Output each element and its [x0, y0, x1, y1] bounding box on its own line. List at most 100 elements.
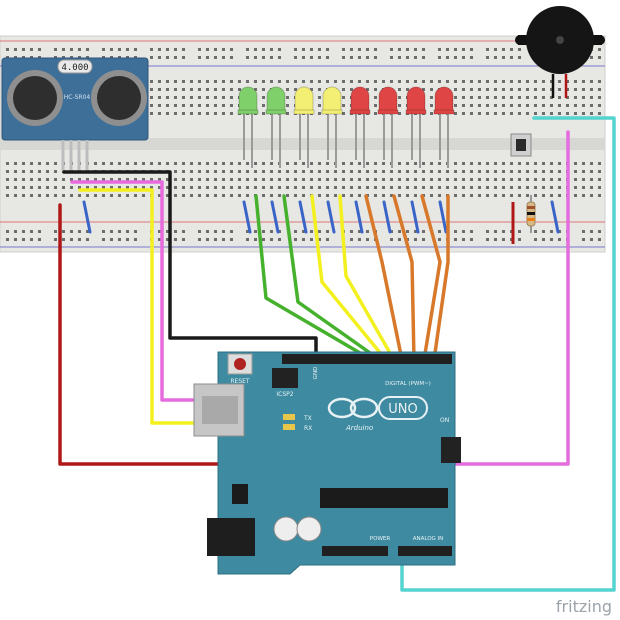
breadboard-hole: [310, 88, 313, 91]
breadboard-hole: [486, 186, 489, 189]
breadboard-hole: [534, 170, 537, 173]
breadboard-hole: [294, 178, 297, 181]
digital-label: DIGITAL (PWM~): [385, 381, 431, 387]
breadboard-hole: [150, 56, 153, 59]
breadboard-hole: [342, 162, 345, 165]
breadboard-hole: [262, 162, 265, 165]
breadboard-hole: [574, 194, 577, 197]
led-rim: [349, 109, 371, 115]
breadboard-hole: [326, 162, 329, 165]
breadboard-hole: [398, 96, 401, 99]
breadboard-hole: [190, 170, 193, 173]
breadboard-hole: [550, 230, 553, 233]
breadboard-hole: [166, 96, 169, 99]
arduino-board: RESET ICSP2 DIGITAL (PWM~) GND TX RX UNO…: [193, 351, 461, 575]
breadboard-hole: [214, 48, 217, 51]
atmega-chip: [320, 488, 448, 508]
breadboard-hole: [70, 230, 73, 233]
arduino-pcb: [217, 351, 456, 575]
breadboard-hole: [262, 56, 265, 59]
breadboard-hole: [414, 48, 417, 51]
breadboard-hole: [158, 80, 161, 83]
breadboard-hole: [470, 80, 473, 83]
led-red: [349, 86, 371, 168]
breadboard-hole: [510, 104, 513, 107]
fritzing-watermark: fritzing: [556, 597, 612, 616]
breadboard-hole: [542, 88, 545, 91]
breadboard-hole: [222, 230, 225, 233]
breadboard-hole: [422, 230, 425, 233]
breadboard-hole: [446, 186, 449, 189]
wire-led-yellow: [310, 194, 388, 362]
breadboard-hole: [326, 194, 329, 197]
breadboard-hole: [190, 178, 193, 181]
breadboard-hole: [502, 162, 505, 165]
breadboard-hole: [438, 80, 441, 83]
breadboard-hole: [310, 80, 313, 83]
breadboard-hole: [382, 162, 385, 165]
led-red: [405, 86, 427, 168]
breadboard-hole: [166, 104, 169, 107]
breadboard-hole: [78, 48, 81, 51]
breadboard-hole: [198, 238, 201, 241]
breadboard-hole: [214, 238, 217, 241]
breadboard-hole: [30, 230, 33, 233]
breadboard-hole: [470, 48, 473, 51]
breadboard-hole: [238, 178, 241, 181]
breadboard-hole: [30, 162, 33, 165]
jumper-wire: [382, 200, 392, 234]
breadboard-hole: [534, 96, 537, 99]
breadboard-hole: [534, 238, 537, 241]
breadboard-hole: [510, 178, 513, 181]
breadboard-hole: [206, 230, 209, 233]
breadboard-hole: [542, 238, 545, 241]
breadboard-hole: [294, 80, 297, 83]
breadboard-hole: [398, 48, 401, 51]
breadboard-hole: [526, 104, 529, 107]
breadboard-hole: [174, 238, 177, 241]
breadboard-hole: [270, 186, 273, 189]
breadboard-hole: [350, 170, 353, 173]
breadboard-hole: [350, 88, 353, 91]
breadboard-hole: [286, 162, 289, 165]
breadboard-hole: [102, 194, 105, 197]
breadboard-hole: [270, 56, 273, 59]
breadboard-hole: [462, 48, 465, 51]
breadboard-hole: [534, 178, 537, 181]
breadboard-hole: [230, 104, 233, 107]
breadboard-hole: [294, 170, 297, 173]
breadboard-hole: [238, 194, 241, 197]
breadboard-hole: [174, 104, 177, 107]
breadboard-hole: [30, 194, 33, 197]
breadboard-hole: [278, 48, 281, 51]
breadboard-hole: [542, 112, 545, 115]
breadboard-hole: [62, 194, 65, 197]
breadboard-hole: [310, 56, 313, 59]
breadboard-hole: [54, 178, 57, 181]
breadboard-hole: [486, 194, 489, 197]
breadboard-hole: [518, 186, 521, 189]
breadboard-hole: [422, 238, 425, 241]
breadboard-hole: [174, 194, 177, 197]
led-yellow: [321, 86, 343, 168]
breadboard-hole: [342, 80, 345, 83]
breadboard-hole: [454, 80, 457, 83]
breadboard-hole: [598, 194, 601, 197]
breadboard-hole: [478, 194, 481, 197]
breadboard-hole: [542, 178, 545, 181]
breadboard-hole: [502, 48, 505, 51]
breadboard-hole: [222, 170, 225, 173]
breadboard-hole: [390, 230, 393, 233]
breadboard-hole: [558, 104, 561, 107]
breadboard-hole: [582, 194, 585, 197]
breadboard-hole: [6, 238, 9, 241]
breadboard-hole: [78, 178, 81, 181]
breadboard-hole: [454, 194, 457, 197]
breadboard-hole: [86, 178, 89, 181]
breadboard-hole: [366, 186, 369, 189]
breadboard-hole: [342, 88, 345, 91]
breadboard-hole: [302, 170, 305, 173]
breadboard-hole: [454, 88, 457, 91]
breadboard-hole: [342, 112, 345, 115]
breadboard-hole: [462, 170, 465, 173]
